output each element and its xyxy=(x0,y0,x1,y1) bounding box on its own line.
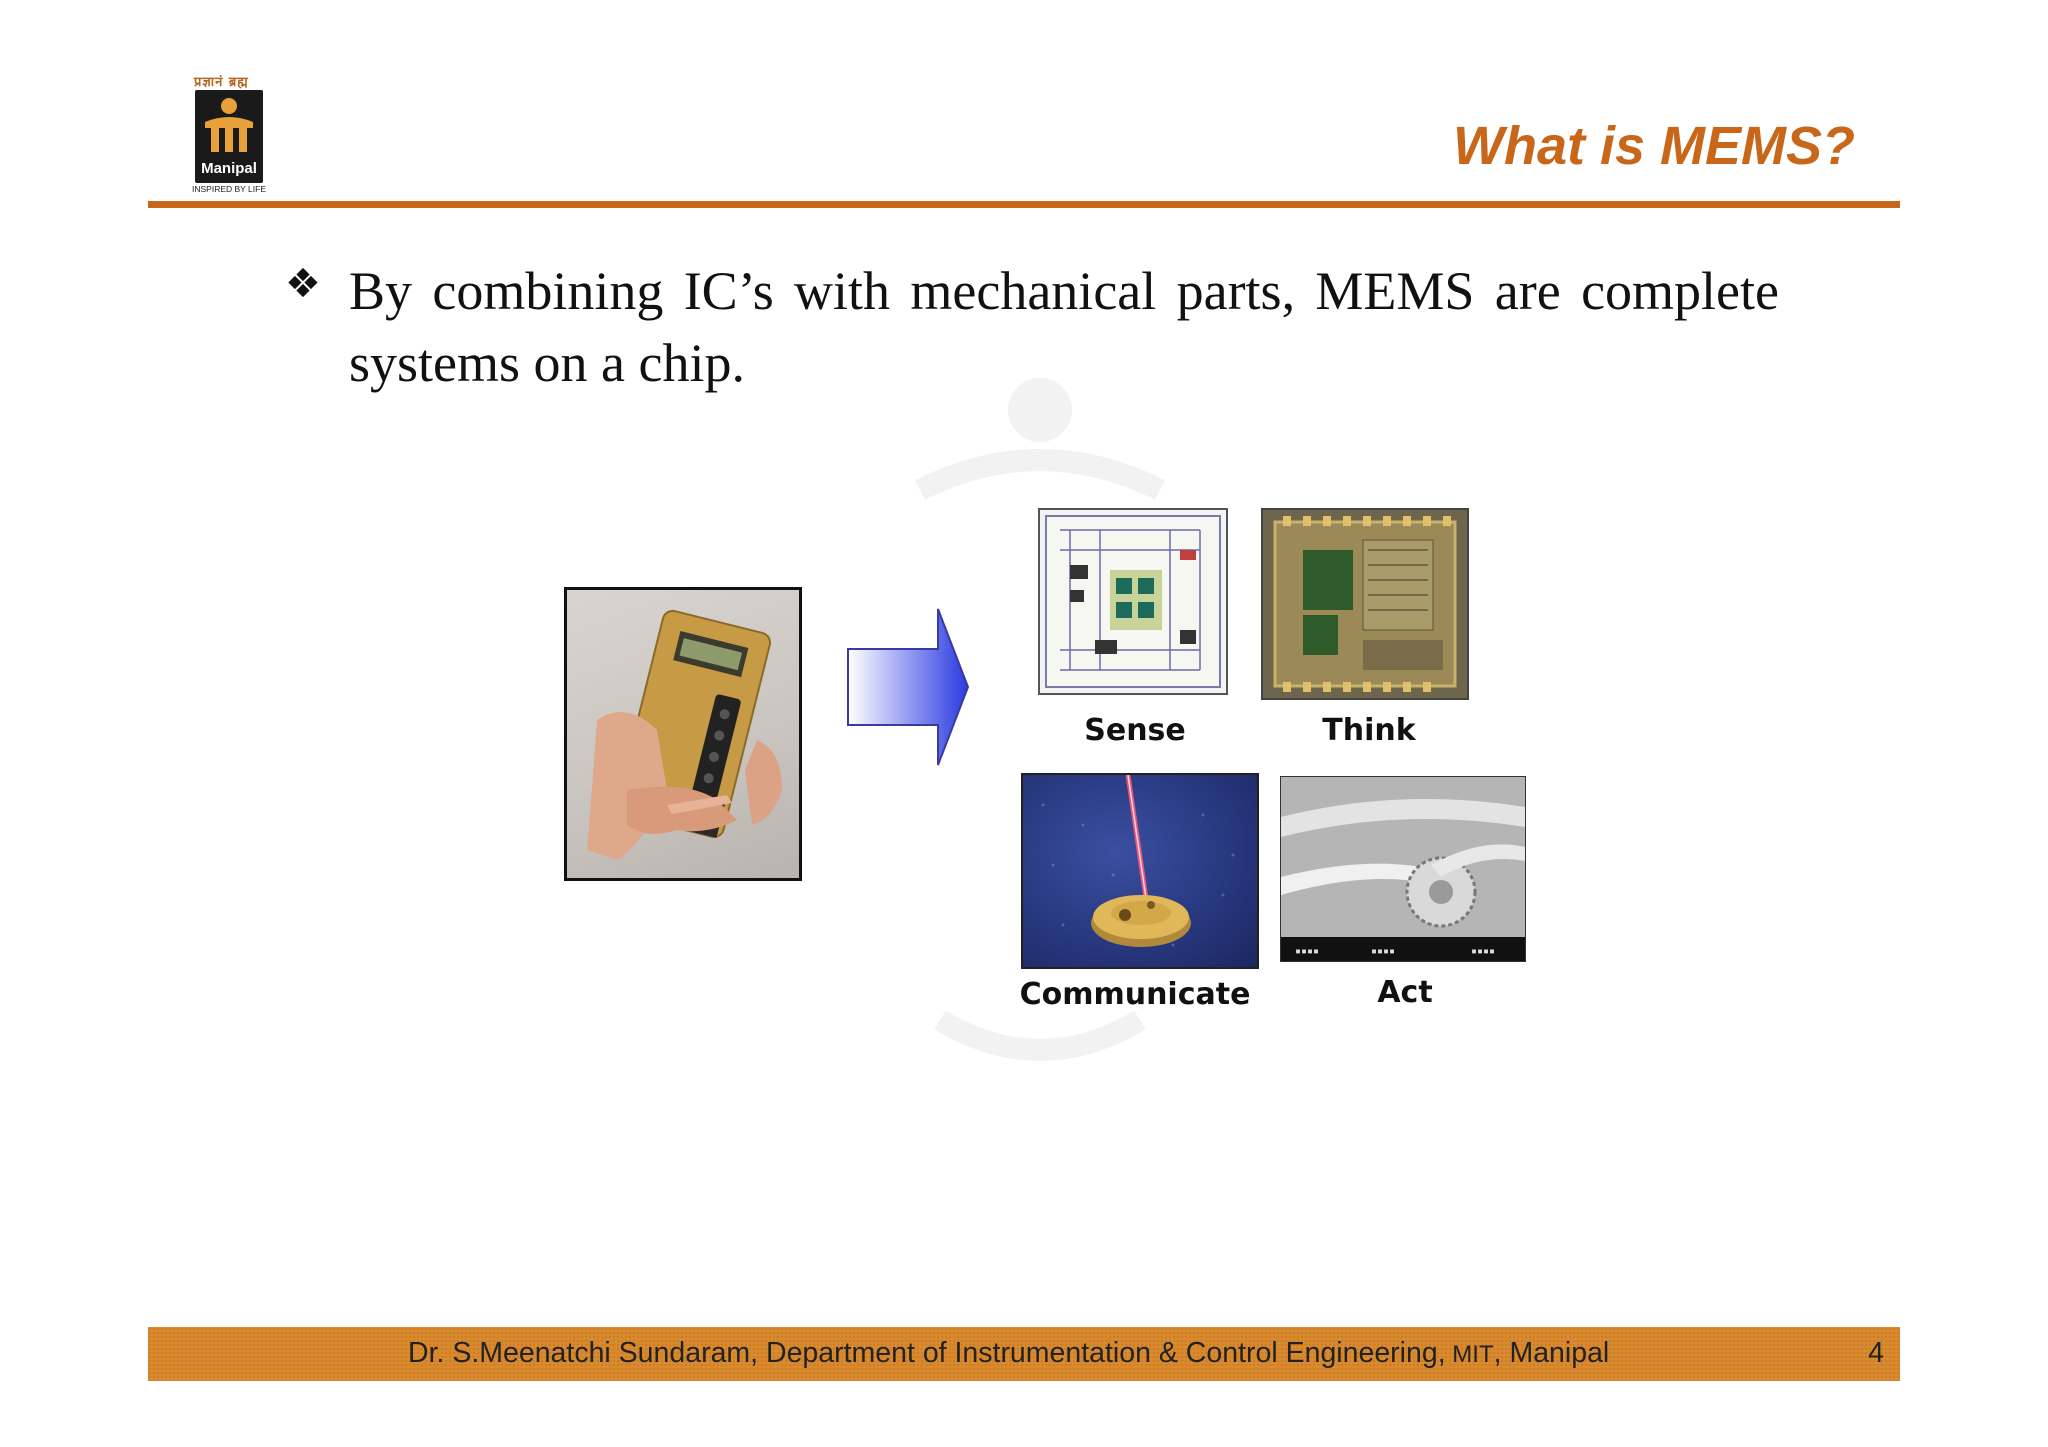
logo-name: Manipal xyxy=(201,160,257,177)
sense-label: Sense xyxy=(1084,713,1186,748)
sense-chip-image xyxy=(1038,508,1228,695)
bullet-text: By combining IC’s with mechanical parts,… xyxy=(349,261,1779,393)
handheld-device-photo xyxy=(564,587,802,881)
footer-credit-institute: MIT xyxy=(1445,1341,1494,1368)
footer-bar: Dr. S.Meenatchi Sundaram, Department of … xyxy=(148,1327,1900,1381)
title-divider xyxy=(148,201,1900,208)
think-processor-image xyxy=(1261,508,1469,700)
communicate-label: Communicate xyxy=(1019,977,1251,1012)
think-label: Think xyxy=(1322,713,1416,748)
logo-emblem: Manipal xyxy=(195,90,263,183)
logo-tagline: INSPIRED BY LIFE xyxy=(192,184,267,194)
act-microgear-image: ▪▪▪▪ ▪▪▪▪ ▪▪▪▪ xyxy=(1280,776,1526,962)
svg-text:▪▪▪▪: ▪▪▪▪ xyxy=(1295,946,1319,957)
watermark-emblem xyxy=(915,378,1165,1061)
logo-motto: प्रज्ञानं ब्रह्म xyxy=(194,75,249,90)
diamond-bullet-icon: ❖ xyxy=(285,261,321,307)
footer-credit-place: , Manipal xyxy=(1493,1337,1610,1369)
manipal-logo: प्रज्ञानं ब्रह्म Manipal INSPIRED BY LIF… xyxy=(190,72,270,197)
svg-text:▪▪▪▪: ▪▪▪▪ xyxy=(1471,946,1495,957)
footer-credit-main: Dr. S.Meenatchi Sundaram, Department of … xyxy=(408,1337,1446,1369)
right-arrow-icon xyxy=(847,608,970,766)
page-number: 4 xyxy=(1868,1337,1884,1369)
act-label: Act xyxy=(1377,975,1433,1010)
slide-title: What is MEMS? xyxy=(1453,116,1855,176)
svg-text:▪▪▪▪: ▪▪▪▪ xyxy=(1371,946,1395,957)
footer-credit: Dr. S.Meenatchi Sundaram, Department of … xyxy=(408,1337,1609,1370)
communicate-laser-image xyxy=(1021,773,1259,969)
